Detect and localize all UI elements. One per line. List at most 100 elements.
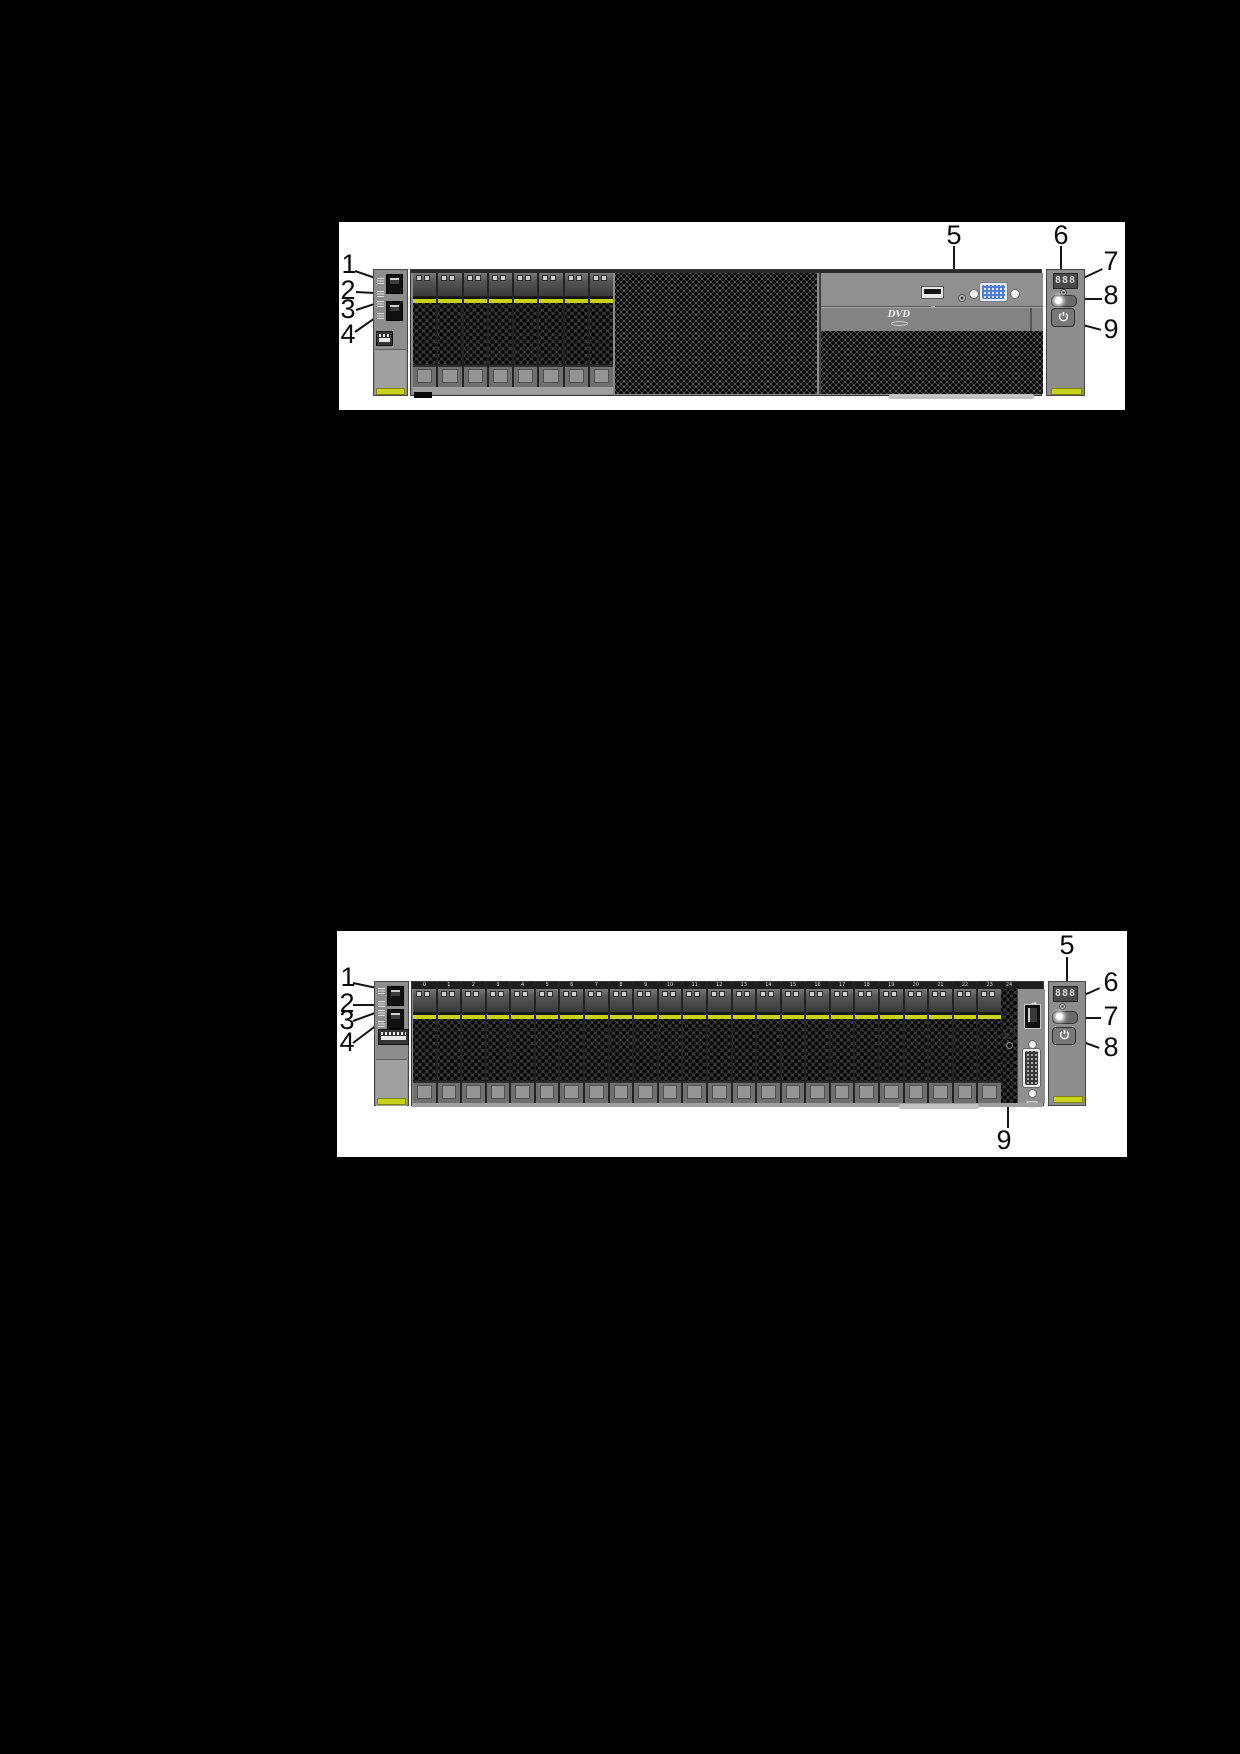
drive-bay: 16 bbox=[806, 982, 831, 1103]
drive-tray-latch bbox=[707, 1081, 731, 1103]
drive-bay: 7 bbox=[585, 982, 610, 1103]
drive-accent-bar bbox=[488, 297, 512, 303]
drive-tray-latch bbox=[535, 1081, 559, 1103]
drive-vent bbox=[757, 1019, 780, 1081]
drive-tray-latch bbox=[929, 1081, 952, 1103]
drive-bay: 3 bbox=[486, 982, 512, 1103]
callout-4: 4 bbox=[340, 319, 356, 349]
drive-tray-latch bbox=[514, 365, 538, 387]
drive-tray-latch bbox=[904, 1081, 928, 1103]
drive-accent-bar bbox=[855, 1013, 878, 1019]
usb-label-icon-2 bbox=[377, 291, 384, 297]
callout-7: 7 bbox=[1103, 1001, 1119, 1031]
drive-accent-bar bbox=[879, 1013, 903, 1019]
drive-tray-handle bbox=[486, 989, 510, 1013]
drive-bay: 6 bbox=[560, 982, 586, 1103]
drive-vent bbox=[978, 1019, 1001, 1081]
drive-bay: 23 bbox=[978, 982, 1001, 1103]
callout-8: 8 bbox=[1103, 280, 1119, 310]
drive-vent bbox=[539, 303, 563, 365]
drive-accent-bar bbox=[438, 297, 462, 303]
drive-tray-handle bbox=[462, 989, 485, 1013]
drive-tray-handle bbox=[535, 989, 559, 1013]
ear-label-tab bbox=[376, 388, 405, 395]
callout-1: 1 bbox=[341, 249, 357, 279]
drive-vent bbox=[511, 1019, 534, 1081]
drive-vent bbox=[535, 1019, 559, 1081]
uid-button bbox=[1051, 295, 1077, 307]
callout-7: 7 bbox=[1103, 246, 1119, 276]
bay-number: 3 bbox=[496, 982, 500, 988]
health-status-led bbox=[1059, 1003, 1066, 1010]
bay-number: 8 bbox=[619, 982, 623, 988]
drive-bay: 8 bbox=[609, 982, 635, 1103]
drive-vent bbox=[707, 1019, 731, 1081]
uid-button bbox=[1052, 1011, 1078, 1024]
callout-9: 9 bbox=[996, 1125, 1012, 1155]
front-io-panel bbox=[1017, 989, 1045, 1109]
drive-accent-bar bbox=[904, 1013, 928, 1019]
drive-tray-handle bbox=[438, 273, 462, 297]
drive-tray-latch bbox=[953, 1081, 977, 1103]
bay-number: 24 bbox=[1005, 982, 1013, 988]
drive-vent bbox=[929, 1019, 952, 1081]
drive-tray-handle bbox=[806, 989, 829, 1013]
drive-bay bbox=[488, 273, 514, 387]
drive-vent bbox=[879, 1019, 903, 1081]
callout-3: 3 bbox=[339, 1005, 355, 1035]
drive-vent bbox=[781, 1019, 805, 1081]
chassis-foot-tab bbox=[414, 392, 432, 398]
drive-bay: 9 bbox=[634, 982, 659, 1103]
drive-tray-handle bbox=[514, 273, 538, 297]
drive-accent-bar bbox=[658, 1013, 682, 1019]
usb-label-icon-1 bbox=[378, 988, 385, 994]
drive-accent-bar bbox=[539, 297, 563, 303]
front-io-strip bbox=[821, 273, 1043, 312]
drive-accent-bar bbox=[953, 1013, 977, 1019]
drive-vent bbox=[953, 1019, 977, 1081]
drive-tray-handle bbox=[634, 989, 657, 1013]
bay-number: 19 bbox=[888, 982, 895, 988]
drive-tray-handle bbox=[904, 989, 928, 1013]
leader-line-2 bbox=[353, 1004, 379, 1006]
vent-mesh-center bbox=[615, 273, 817, 394]
drive-tray-latch bbox=[757, 1081, 780, 1103]
callout-9: 9 bbox=[1103, 314, 1119, 344]
drive-tray-handle bbox=[757, 989, 780, 1013]
rail-bar bbox=[889, 394, 1034, 399]
drive-bay: 20 bbox=[904, 982, 930, 1103]
drive-bay: 4 bbox=[511, 982, 536, 1103]
figure-front-view-25-bay: 1 2 3 4 5 6 7 8 9 bbox=[337, 931, 1127, 1157]
ear-label-tab bbox=[1053, 1096, 1083, 1103]
drive-bay: 21 bbox=[929, 982, 954, 1103]
bay-number: 0 bbox=[422, 982, 426, 988]
dvd-logo: DVD bbox=[885, 311, 913, 326]
vga-screw-left bbox=[969, 289, 979, 299]
drive-accent-bar bbox=[732, 1013, 756, 1019]
usb-port-top bbox=[386, 274, 403, 294]
drive-vent bbox=[462, 1019, 485, 1081]
callout-8: 8 bbox=[1103, 1032, 1119, 1062]
drive-accent-bar bbox=[413, 1013, 436, 1019]
drive-tray-latch bbox=[683, 1081, 706, 1103]
callout-6: 6 bbox=[1053, 220, 1069, 250]
drive-tray-handle bbox=[707, 989, 731, 1013]
chassis-top-edge bbox=[411, 270, 1041, 273]
drive-tray-latch bbox=[609, 1081, 633, 1103]
drive-tray-latch bbox=[658, 1081, 682, 1103]
bay-number: 17 bbox=[838, 982, 846, 988]
drive-tray-latch bbox=[585, 1081, 608, 1103]
drive-bay bbox=[564, 273, 590, 387]
drive-tray-handle bbox=[511, 989, 534, 1013]
usb-port-top bbox=[387, 986, 404, 1006]
drive-tray-latch bbox=[560, 1081, 584, 1103]
left-mounting-ear bbox=[374, 981, 409, 1106]
bay-number: 11 bbox=[691, 982, 698, 988]
drive-accent-bar bbox=[683, 1013, 706, 1019]
drive-tray-latch bbox=[488, 365, 512, 387]
usb-label-icon-4 bbox=[378, 1021, 385, 1027]
figure-front-view-8-bay: 1 2 3 4 5 6 7 8 9 bbox=[339, 222, 1125, 410]
